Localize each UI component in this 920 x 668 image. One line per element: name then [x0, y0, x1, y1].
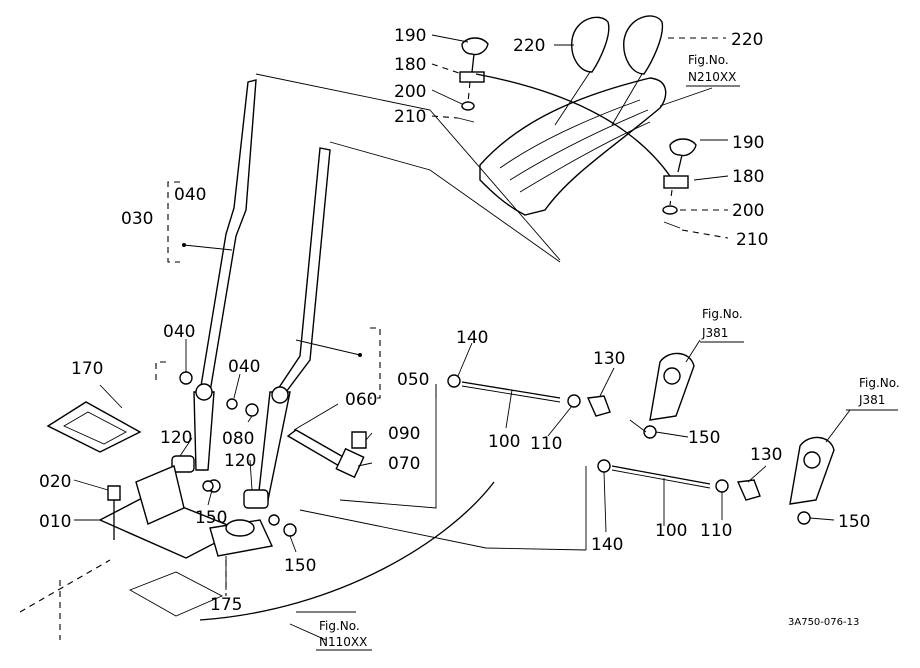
clevis-070	[335, 447, 365, 479]
label-070: 070	[388, 454, 420, 474]
bracket-030-group	[167, 181, 180, 263]
bracket-180b	[663, 175, 689, 189]
bolt-120a	[171, 455, 195, 473]
label-100a: 100	[488, 432, 520, 452]
nut-150b	[283, 523, 297, 537]
knob-stack-a	[457, 37, 489, 123]
bolt-090	[351, 431, 367, 449]
arm-j381b	[789, 436, 835, 505]
ref-n110-number: N110XX	[319, 635, 367, 649]
label-060: 060	[345, 390, 377, 410]
label-130a: 130	[593, 349, 625, 369]
washer-080	[245, 403, 259, 417]
pad-170	[46, 401, 142, 453]
label-220b: 220	[731, 30, 763, 50]
label-110a: 110	[530, 434, 562, 454]
bushing-040c	[226, 398, 238, 410]
nut-050	[447, 374, 461, 388]
knob-190a	[461, 37, 489, 56]
label-220a: 220	[513, 36, 545, 56]
label-040a: 040	[174, 185, 206, 205]
bushing-040b	[179, 371, 193, 385]
label-040c: 040	[228, 357, 260, 377]
ref-n210-caption: Fig.No.	[688, 53, 729, 67]
label-120a: 120	[160, 428, 192, 448]
nut-110b	[715, 479, 729, 493]
label-150c: 150	[688, 428, 720, 448]
label-100b: 100	[655, 521, 687, 541]
ref-j381a-number: J381	[701, 326, 728, 340]
label-080: 080	[222, 429, 254, 449]
label-040b: 040	[163, 322, 195, 342]
label-200a: 200	[394, 82, 426, 102]
label-200b: 200	[732, 201, 764, 221]
label-190b: 190	[732, 133, 764, 153]
lever-assembly	[171, 73, 561, 537]
nut-140b	[597, 459, 611, 473]
washer-200a	[461, 101, 475, 111]
lever-right	[274, 147, 331, 393]
washer-200b	[662, 205, 678, 215]
leader-lines	[73, 34, 851, 641]
label-175: 175	[210, 595, 242, 615]
pedal-pad-left	[571, 16, 610, 73]
link-right	[257, 391, 291, 501]
base-assembly	[19, 401, 274, 640]
joint-130b	[736, 479, 761, 501]
label-050: 050	[397, 370, 429, 390]
label-210a: 210	[394, 107, 426, 127]
ref-n110-caption: Fig.No.	[319, 619, 360, 633]
label-210b: 210	[736, 230, 768, 250]
ref-n210-number: N210XX	[688, 70, 736, 84]
rod-assembly-upper	[435, 352, 695, 439]
pedal-plate-assembly	[479, 15, 667, 216]
part-labels: 190 180 200 210 220 220 190 180 200 210 …	[39, 26, 870, 615]
joint-130a	[586, 395, 611, 417]
bolt-020	[107, 485, 121, 501]
drawing-code: 3A750-076-13	[788, 617, 859, 628]
link-left	[193, 391, 215, 471]
label-180a: 180	[394, 55, 426, 75]
ref-j381b-number: J381	[858, 393, 885, 407]
bolt-120b	[243, 489, 269, 509]
knob-190b	[669, 138, 697, 157]
label-170: 170	[71, 359, 103, 379]
label-140a: 140	[456, 328, 488, 348]
linkage-cable-bottom	[199, 481, 495, 621]
label-090: 090	[388, 424, 420, 444]
bracket-180a	[459, 71, 485, 83]
arm-j381a	[649, 352, 695, 421]
label-190a: 190	[394, 26, 426, 46]
figure-references: Fig.No. N210XX Fig.No. J381 Fig.No. J381…	[316, 53, 900, 651]
label-180b: 180	[732, 167, 764, 187]
label-140b: 140	[591, 535, 623, 555]
nut-110a	[567, 394, 581, 408]
label-150b: 150	[284, 556, 316, 576]
label-150d: 150	[838, 512, 870, 532]
nut-150d	[797, 511, 811, 525]
label-120b: 120	[224, 451, 256, 471]
ref-j381b-caption: Fig.No.	[859, 376, 900, 390]
label-030: 030	[121, 209, 153, 229]
ref-j381a-caption: Fig.No.	[702, 307, 743, 321]
label-110b: 110	[700, 521, 732, 541]
label-130b: 130	[750, 445, 782, 465]
pedal-pad-right	[623, 15, 664, 75]
lever-left	[199, 79, 257, 393]
label-150a: 150	[195, 508, 227, 528]
linkage-cable-top	[475, 73, 671, 177]
label-010: 010	[39, 512, 71, 532]
label-020: 020	[39, 472, 71, 492]
knob-stack-b	[662, 138, 697, 229]
